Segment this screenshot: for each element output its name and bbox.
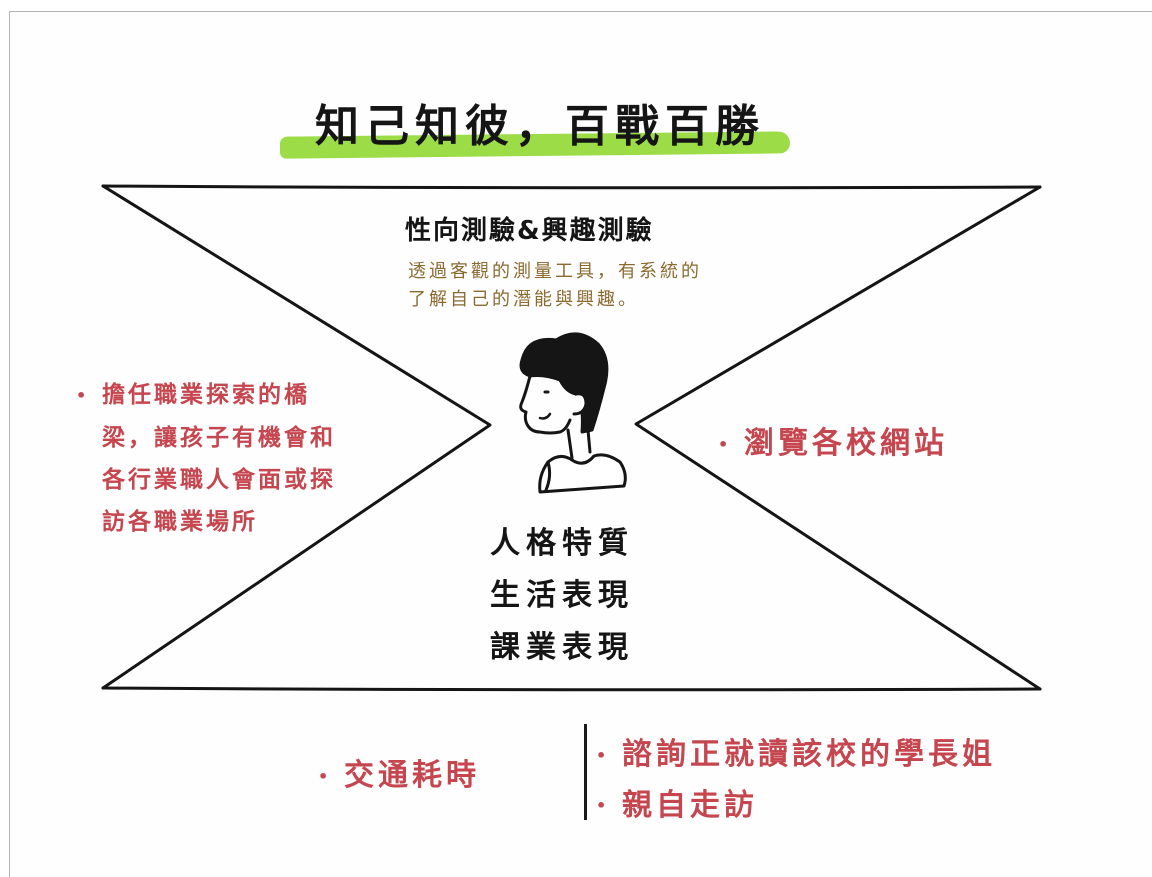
right-note-text: 瀏覽各校網站 — [744, 426, 948, 461]
center-description-line: 了解自己的潛能與興趣。 — [408, 289, 639, 310]
bullet-icon: • — [76, 385, 90, 405]
bullet-icon: • — [718, 435, 733, 454]
bottom-right-notes: •諮詢正就讀該校的學長姐 •親自走訪 — [596, 730, 996, 831]
bullet-icon: • — [596, 796, 611, 815]
bullet-icon: • — [596, 745, 611, 765]
bottom-left-note: • 交通耗時 — [318, 750, 480, 794]
title-area: 知己知彼，百戰百勝 — [270, 78, 810, 178]
traits-list: 人格特質 生活表現 課業表現 — [490, 518, 634, 674]
bottom-right-item: •親自走訪 — [596, 781, 996, 832]
left-note: •擔任職業探索的橋 梁，讓孩子有機會和 各行業職人會面或探 訪各職業場所 — [76, 374, 396, 543]
trait-item: 課業表現 — [490, 630, 634, 665]
frame-top-edge — [101, 184, 1042, 190]
bottom-left-text: 交通耗時 — [344, 758, 480, 793]
left-note-line: •擔任職業探索的橋 — [76, 374, 396, 417]
frame-left-chevron — [101, 184, 492, 690]
right-note: • 瀏覽各校網站 — [718, 418, 948, 462]
trait-item: 人格特質 — [490, 526, 634, 561]
trait-item: 生活表現 — [490, 578, 634, 613]
center-heading: 性向測驗&興趣測驗 — [405, 216, 654, 246]
vertical-divider — [584, 724, 587, 820]
center-description: 透過客觀的測量工具，有系統的 了解自己的潛能與興趣。 — [408, 258, 828, 314]
page-title: 知己知彼，百戰百勝 — [315, 101, 765, 152]
bottom-right-item: •諮詢正就讀該校的學長姐 — [596, 730, 996, 781]
left-note-line: 各行業職人會面或探 — [102, 466, 336, 493]
left-note-line: 訪各職業場所 — [102, 508, 258, 535]
person-profile-icon — [519, 332, 627, 494]
center-description-line: 透過客觀的測量工具，有系統的 — [408, 261, 702, 282]
bullet-icon: • — [318, 767, 333, 786]
frame-bottom-edge — [101, 686, 1042, 692]
left-note-line: 梁，讓孩子有機會和 — [102, 424, 336, 451]
frame-right-chevron — [634, 185, 1042, 691]
